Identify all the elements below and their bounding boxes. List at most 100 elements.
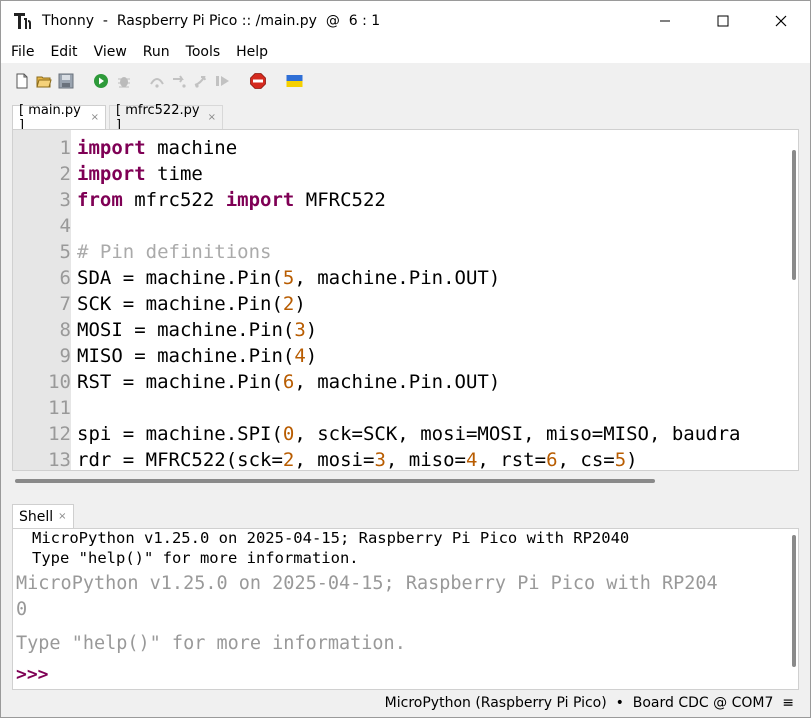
- code-token: rdr = MFRC522(sck=: [77, 449, 283, 470]
- code-token: ): [626, 449, 638, 470]
- code-token: , cs=: [557, 449, 615, 470]
- maximize-icon: [717, 15, 729, 27]
- tab-main-py[interactable]: [ main.py ] ×: [12, 103, 106, 133]
- debug-icon[interactable]: [116, 73, 132, 89]
- line-number: 2: [59, 163, 71, 185]
- run-icon[interactable]: [93, 73, 109, 89]
- shell-prompt: >>>: [16, 664, 49, 685]
- tab-label: [ main.py ]: [19, 102, 81, 133]
- line-number: 5: [59, 241, 71, 263]
- menu-run[interactable]: Run: [142, 44, 170, 60]
- code-token: 2: [282, 449, 295, 470]
- code-line: SDA = machine.Pin(5, machine.Pin.OUT): [77, 265, 500, 291]
- step-out-icon[interactable]: [193, 73, 209, 89]
- status-bar: MicroPython (Raspberry Pi Pico) • Board …: [1, 691, 810, 717]
- menu-help[interactable]: Help: [236, 44, 269, 60]
- code-line: MOSI = machine.Pin(3): [77, 317, 317, 343]
- ukraine-flag-icon[interactable]: [286, 73, 303, 89]
- shell-banner-line: Type "help()" for more information.: [32, 549, 359, 567]
- shell-output-line: Type "help()" for more information.: [16, 633, 406, 654]
- shell-tab-label: Shell: [19, 508, 54, 525]
- line-number: 9: [59, 345, 71, 367]
- code-token: import: [77, 163, 146, 185]
- tab-close-icon[interactable]: ×: [90, 112, 99, 123]
- shell-console[interactable]: MicroPython v1.25.0 on 2025-04-15; Raspb…: [12, 528, 799, 690]
- line-number: 7: [59, 293, 71, 315]
- menu-tools[interactable]: Tools: [185, 44, 221, 60]
- window-controls: [636, 1, 810, 41]
- code-line: MISO = machine.Pin(4): [77, 343, 317, 369]
- tab-shell[interactable]: Shell ×: [12, 504, 74, 528]
- code-token: from: [77, 189, 123, 211]
- code-token: import: [77, 137, 146, 159]
- code-token: RST = machine.Pin(: [77, 371, 283, 393]
- code-token: mfrc522: [122, 189, 226, 211]
- menu-bar: File Edit View Run Tools Help: [1, 41, 810, 63]
- code-token: ): [294, 293, 306, 315]
- code-token: , sck=SCK, mosi=MOSI, miso=MISO, baudra: [294, 423, 741, 445]
- code-token: 5: [614, 449, 627, 470]
- code-token: 0: [282, 423, 295, 445]
- menu-view[interactable]: View: [93, 44, 127, 60]
- code-line: rdr = MFRC522(sck=2, mosi=3, miso=4, rst…: [77, 447, 638, 470]
- title-bar[interactable]: Thonny - Raspberry Pi Pico :: /main.py @…: [1, 1, 810, 41]
- line-number: 1: [59, 137, 71, 159]
- code-token: spi = machine.SPI(: [77, 423, 283, 445]
- code-line: # Pin definitions: [77, 239, 271, 265]
- window-title: Thonny - Raspberry Pi Pico :: /main.py @…: [42, 13, 381, 29]
- line-number: 10: [48, 371, 71, 393]
- line-number: 3: [59, 189, 71, 211]
- editor-vertical-scrollbar[interactable]: [792, 150, 796, 280]
- code-token: 4: [465, 449, 478, 470]
- code-token: # Pin definitions: [77, 241, 272, 263]
- shell-output-line: 0: [16, 599, 28, 620]
- code-token: 3: [294, 319, 306, 341]
- menu-edit[interactable]: Edit: [50, 44, 78, 60]
- step-over-icon[interactable]: [149, 73, 165, 89]
- toolbar: [1, 63, 810, 101]
- code-token: 5: [282, 267, 295, 289]
- line-number: 12: [48, 423, 71, 445]
- line-number: 8: [59, 319, 71, 341]
- save-icon[interactable]: [58, 73, 74, 89]
- code-token: 3: [374, 449, 386, 470]
- interpreter-status[interactable]: MicroPython (Raspberry Pi Pico) • Board …: [384, 695, 794, 711]
- line-number: 4: [59, 215, 71, 237]
- minimize-button[interactable]: [636, 1, 694, 41]
- code-line: import machine: [77, 135, 237, 161]
- minimize-icon: [660, 20, 670, 22]
- code-line: import time: [77, 161, 203, 187]
- maximize-button[interactable]: [694, 1, 752, 41]
- menu-file[interactable]: File: [11, 44, 35, 60]
- shell-vertical-scrollbar[interactable]: [792, 535, 796, 667]
- resume-icon[interactable]: [215, 73, 231, 89]
- code-token: , miso=: [385, 449, 466, 470]
- code-token: 4: [294, 345, 306, 367]
- stop-icon[interactable]: [250, 73, 266, 89]
- editor-horizontal-scrollbar[interactable]: [15, 479, 655, 483]
- code-token: time: [145, 163, 203, 185]
- tab-mfrc522-py[interactable]: [ mfrc522.py ] ×: [109, 103, 223, 133]
- open-file-icon[interactable]: [36, 73, 52, 89]
- shell-tab-close-icon[interactable]: ×: [58, 511, 67, 522]
- code-token: , machine.Pin.OUT): [294, 267, 501, 289]
- step-into-icon[interactable]: [171, 73, 187, 89]
- code-token: SDA = machine.Pin(: [77, 267, 283, 289]
- code-line: RST = machine.Pin(6, machine.Pin.OUT): [77, 369, 500, 395]
- code-token: 2: [282, 293, 295, 315]
- tab-close-icon[interactable]: ×: [207, 112, 216, 123]
- new-file-icon[interactable]: [14, 73, 30, 89]
- line-number: 11: [48, 397, 71, 419]
- code-token: 6: [546, 449, 558, 470]
- code-line: from mfrc522 import MFRC522: [77, 187, 386, 213]
- close-button[interactable]: [752, 1, 810, 41]
- close-icon: [775, 15, 787, 27]
- line-number: 6: [59, 267, 71, 289]
- tab-label: [ mfrc522.py ]: [116, 102, 200, 133]
- code-token: , mosi=: [294, 449, 375, 470]
- line-number: 13: [48, 449, 71, 471]
